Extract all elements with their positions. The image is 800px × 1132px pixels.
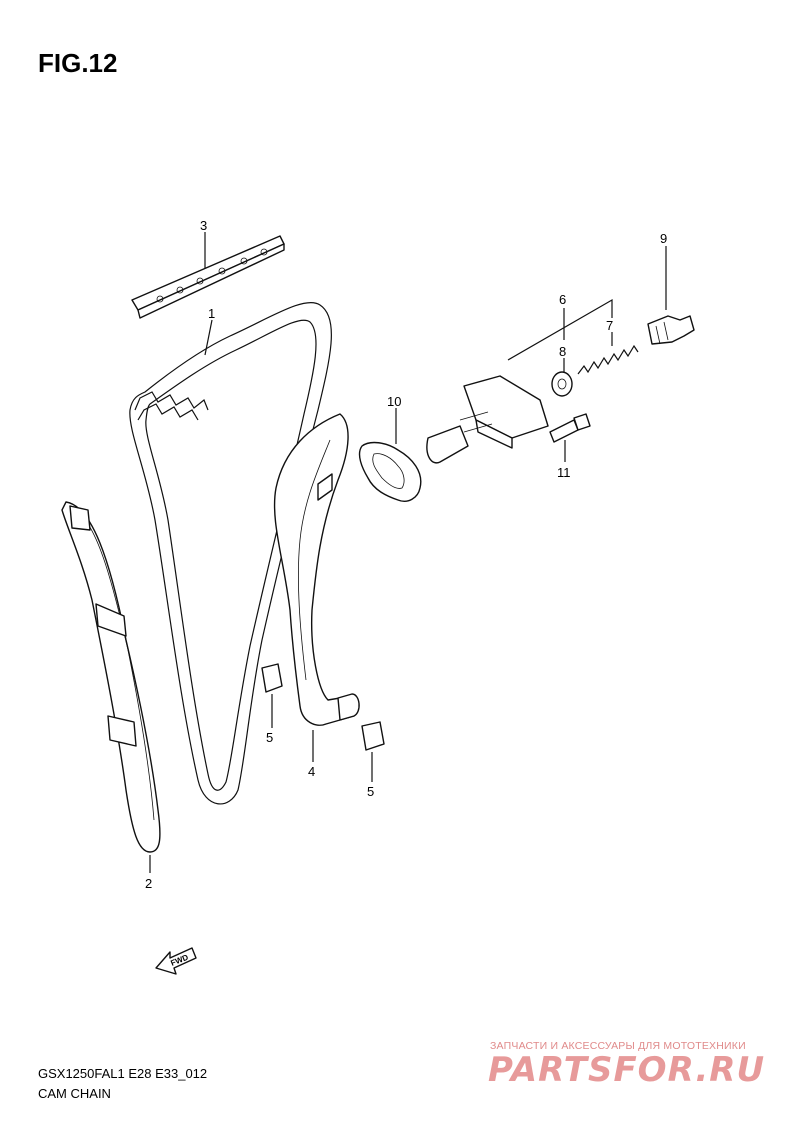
- callout-3: 3: [200, 218, 207, 233]
- damper-part-left: [261, 663, 283, 693]
- leader-lines: [149, 232, 667, 873]
- gasket-part: [358, 441, 422, 502]
- fwd-arrow-icon: FWD: [155, 947, 197, 975]
- tensioner-guide-part: [273, 413, 360, 726]
- callout-4: 4: [308, 764, 315, 779]
- callout-8: 8: [559, 344, 566, 359]
- callout-11: 11: [557, 465, 571, 480]
- cam-chain-part: [129, 301, 332, 805]
- small-bolt-part: [549, 413, 591, 443]
- callout-7: 7: [606, 318, 613, 333]
- callout-6: 6: [559, 292, 566, 307]
- figure-title: FIG.12: [38, 48, 118, 78]
- washer-part: [551, 371, 573, 397]
- rear-chain-guide-part: [61, 501, 161, 853]
- watermark-logo: PARTSFOR.RU: [488, 1050, 766, 1090]
- upper-chain-guide-part: [131, 235, 285, 319]
- cap-bolt-part: [647, 315, 695, 345]
- callout-5-left: 5: [266, 730, 273, 745]
- tensioner-body-part: [426, 375, 549, 464]
- part-name: CAM CHAIN: [38, 1086, 111, 1101]
- damper-part-right: [361, 721, 385, 751]
- callout-1: 1: [208, 306, 215, 321]
- model-code: GSX1250FAL1 E28 E33_012: [38, 1066, 208, 1081]
- callout-5-right: 5: [367, 784, 374, 799]
- callout-10: 10: [387, 394, 401, 409]
- spring-part: [577, 344, 639, 375]
- callout-2: 2: [145, 876, 152, 891]
- watermark-tagline: ЗАПЧАСТИ И АКСЕССУАРЫ ДЛЯ МОТОТЕХНИКИ: [490, 1040, 746, 1052]
- callout-9: 9: [660, 231, 667, 246]
